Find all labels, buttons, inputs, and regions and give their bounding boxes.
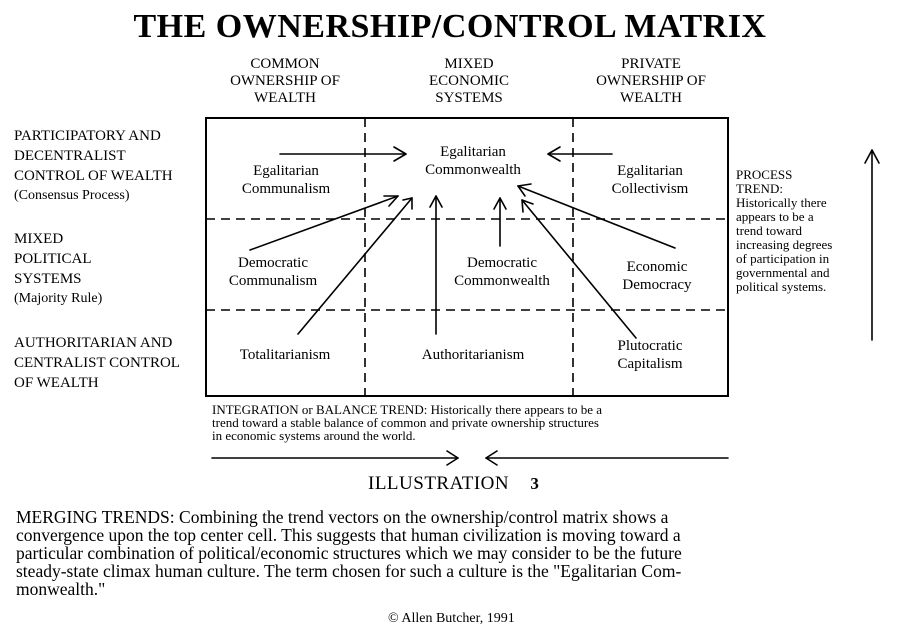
page-title: THE OWNERSHIP/CONTROL MATRIX bbox=[133, 8, 767, 45]
illustration-label: ILLUSTRATION 3 bbox=[368, 473, 540, 494]
arrow-totalitarianism-up bbox=[297, 197, 413, 335]
cell-egalitarian-communalism: Egalitarian Communalism bbox=[241, 163, 331, 197]
arrow-democratic-commonwealth-up bbox=[493, 197, 507, 247]
copyright: © Allen Butcher, 1991 bbox=[388, 611, 515, 626]
integration-arrow-left bbox=[485, 450, 729, 466]
arrow-communalism-to-commonwealth bbox=[279, 146, 407, 162]
cell-egalitarian-commonwealth: Egalitarian Commonwealth bbox=[425, 144, 521, 178]
column-header-private: PRIVATE OWNERSHIP OF WEALTH bbox=[596, 56, 706, 106]
merging-trends-paragraph: MERGING TRENDS: Combining the trend vect… bbox=[16, 507, 682, 599]
integration-trend-text: INTEGRATION or BALANCE TREND: Historical… bbox=[212, 402, 603, 443]
cell-plutocratic-capitalism: Plutocratic Capitalism bbox=[617, 338, 683, 372]
column-header-mixed: MIXED ECONOMIC SYSTEMS bbox=[428, 56, 509, 106]
arrow-collectivism-to-commonwealth bbox=[547, 146, 613, 162]
process-trend-arrow bbox=[864, 149, 880, 341]
process-trend-text: PROCESS TREND: Historically there appear… bbox=[736, 167, 833, 294]
arrow-authoritarianism-up bbox=[429, 195, 443, 335]
arrow-democratic-communalism-up bbox=[249, 195, 399, 251]
integration-arrow-right bbox=[211, 450, 459, 466]
column-header-common: COMMON OWNERSHIP OF WEALTH bbox=[230, 56, 340, 106]
cell-economic-democracy: Economic Democracy bbox=[622, 259, 692, 293]
cell-authoritarianism: Authoritarianism bbox=[421, 347, 525, 363]
cell-democratic-communalism: Democratic Communalism bbox=[228, 255, 318, 289]
arrow-economic-democracy-up bbox=[517, 183, 676, 249]
row-header-participatory: PARTICIPATORY AND DECENTRALIST CONTROL O… bbox=[14, 128, 173, 203]
row-header-mixed-political: MIXED POLITICAL SYSTEMS (Majority Rule) bbox=[14, 231, 103, 306]
cell-egalitarian-collectivism: Egalitarian Collectivism bbox=[611, 163, 689, 197]
illustration-number: 3 bbox=[530, 474, 540, 493]
row-header-authoritarian: AUTHORITARIAN AND CENTRALIST CONTROL OF … bbox=[14, 335, 180, 391]
cell-democratic-commonwealth: Democratic Commonwealth bbox=[454, 255, 550, 289]
arrow-plutocratic-up bbox=[521, 199, 637, 339]
cell-totalitarianism: Totalitarianism bbox=[239, 347, 331, 363]
matrix-frame bbox=[205, 117, 729, 397]
